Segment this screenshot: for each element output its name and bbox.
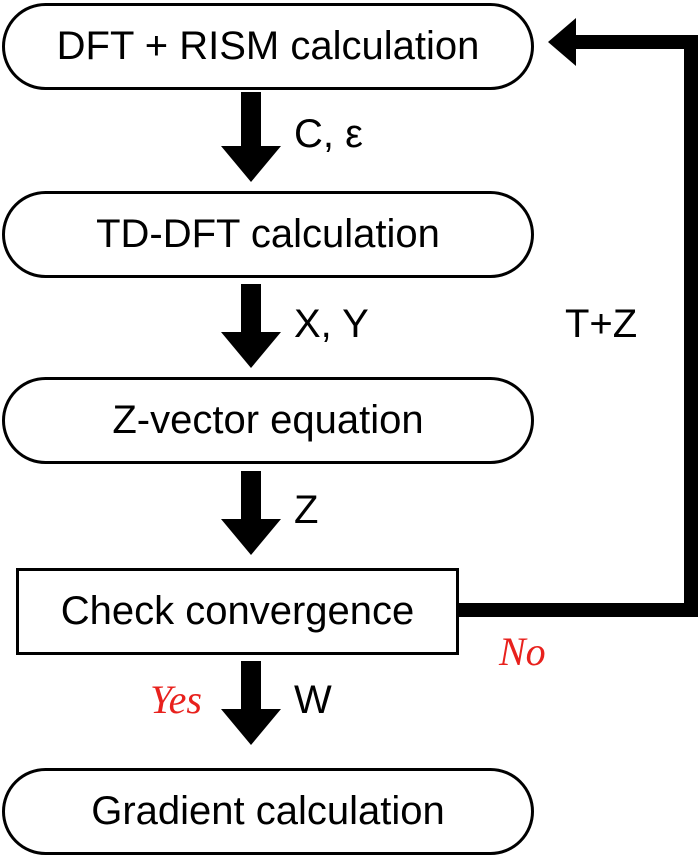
node-td-dft: TD-DFT calculation — [2, 191, 534, 278]
arrow-dft-to-tddft — [221, 92, 281, 182]
branch-label-yes: Yes — [150, 677, 202, 722]
node-dft-rism: DFT + RISM calculation — [2, 3, 534, 90]
edge-label-c-eps: C, ε — [294, 112, 363, 156]
arrow-check-to-gradient — [221, 661, 281, 745]
branch-label-no: No — [499, 629, 546, 674]
edge-label-z: Z — [294, 488, 319, 532]
edge-label-x-y: X, Y — [294, 302, 369, 346]
arrow-zvector-to-check — [221, 471, 281, 555]
node-td-dft-label: TD-DFT calculation — [96, 212, 440, 256]
node-gradient-label: Gradient calculation — [91, 789, 445, 833]
node-check-convergence-label: Check convergence — [60, 589, 415, 633]
node-dft-rism-label: DFT + RISM calculation — [56, 24, 480, 68]
edge-label-w: W — [294, 678, 332, 722]
node-z-vector: Z-vector equation — [2, 377, 534, 464]
node-check-convergence: Check convergence — [16, 568, 459, 655]
node-gradient: Gradient calculation — [2, 768, 534, 855]
feedback-loop-arrow — [458, 18, 698, 617]
arrow-tddft-to-zvector — [221, 284, 281, 368]
node-z-vector-label: Z-vector equation — [112, 398, 424, 442]
edge-label-feedback: T+Z — [565, 302, 638, 346]
